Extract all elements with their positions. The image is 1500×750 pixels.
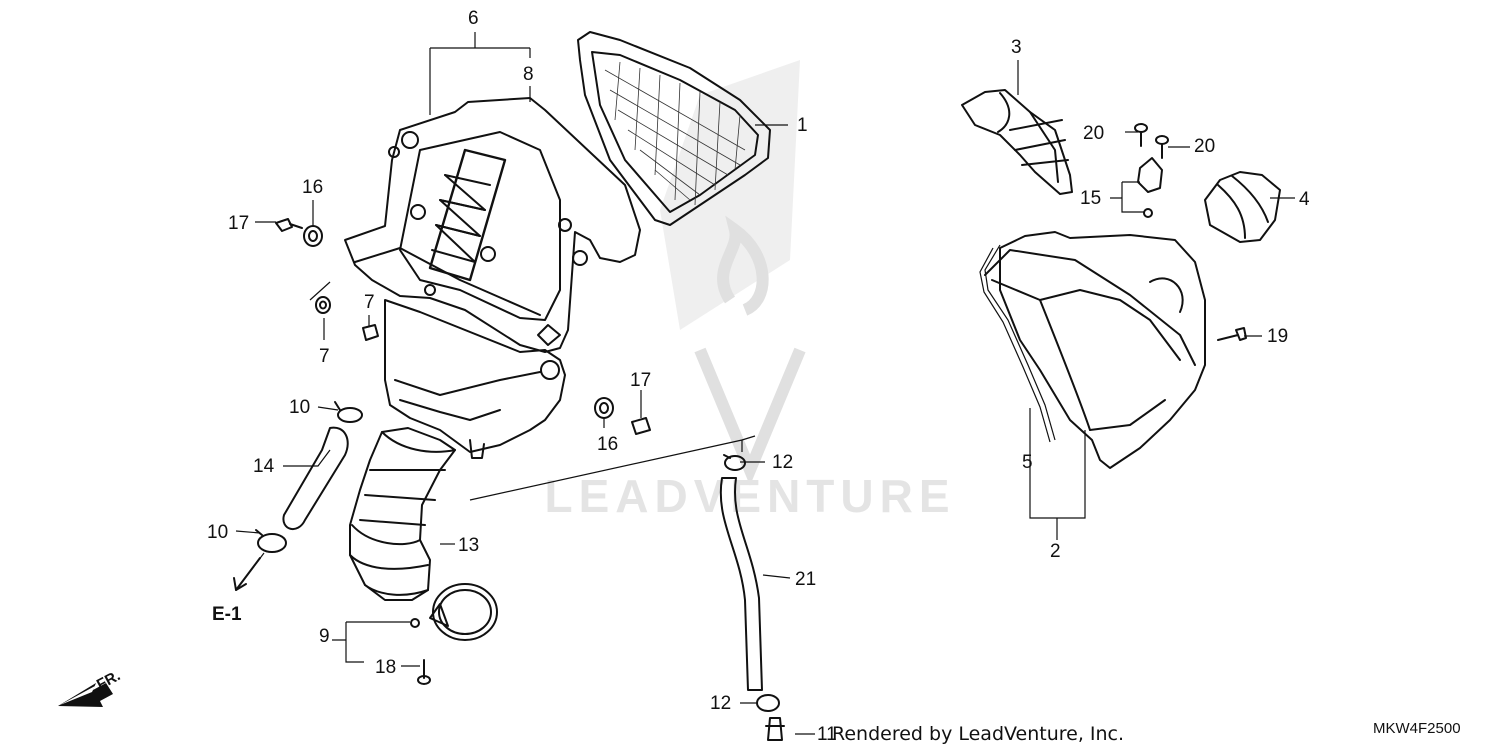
clip-10-upper [334, 401, 363, 423]
callout-14: 14 [253, 456, 275, 477]
watermark-logo-icon [694, 215, 806, 486]
callout-20-left: 20 [1083, 123, 1104, 144]
callout-9: 9 [319, 626, 330, 647]
callout-19: 19 [1267, 326, 1288, 347]
callout-5: 5 [1022, 452, 1033, 473]
seal-5 [979, 244, 1056, 443]
hose-14 [282, 426, 349, 530]
callout-7-left: 7 [319, 346, 330, 367]
drain-plug-11 [765, 717, 785, 741]
callout-18: 18 [375, 657, 396, 678]
clip-10-lower [255, 529, 287, 553]
callout-3: 3 [1011, 37, 1022, 58]
callout-7-right: 7 [364, 292, 375, 313]
callout-10-lower: 10 [207, 522, 228, 543]
sensor-15 [1137, 157, 1163, 218]
callout-6: 6 [468, 8, 479, 29]
air-funnel-13 [349, 427, 456, 601]
front-direction-arrow-icon [58, 683, 113, 707]
watermark: LEADVENTURE [544, 60, 955, 522]
callout-2: 2 [1050, 541, 1061, 562]
clip-12-upper [723, 454, 746, 471]
render-credit: Rendered by LeadVenture, Inc. [832, 723, 1124, 745]
callout-labels: 1 2 3 4 5 6 7 7 8 9 10 10 11 12 12 13 14… [207, 8, 1310, 745]
screw-20-left [1134, 123, 1148, 147]
callout-16-left: 16 [302, 177, 323, 198]
callout-17-left: 17 [228, 213, 249, 234]
diagram-code: MKW4F2500 [1373, 720, 1461, 737]
clip-7-lower [362, 324, 379, 341]
callout-16-right: 16 [597, 434, 618, 455]
bolt-19 [1217, 327, 1247, 341]
callout-1: 1 [797, 115, 808, 136]
reference-e1: E-1 [212, 604, 242, 625]
cover-4 [1204, 171, 1281, 243]
screw-18 [417, 659, 431, 685]
callout-20-right: 20 [1194, 136, 1215, 157]
callout-12-upper: 12 [772, 452, 793, 473]
callout-15: 15 [1080, 188, 1101, 209]
watermark-text: LEADVENTURE [544, 470, 955, 522]
e1-arrow-icon [233, 557, 261, 591]
bolt-17-left [275, 218, 303, 232]
band-9 [410, 583, 498, 641]
callout-11: 11 [817, 724, 837, 745]
grommet-16-right [594, 397, 614, 419]
air-cleaner-case-lower [384, 299, 566, 459]
callout-8: 8 [523, 64, 534, 85]
callout-13: 13 [458, 535, 479, 556]
washer-7-left [315, 296, 331, 314]
grommet-16-left [303, 225, 323, 247]
filter-mesh [604, 61, 746, 206]
screw-20-right [1155, 135, 1169, 159]
callout-21: 21 [795, 569, 816, 590]
air-filter-element [577, 31, 771, 226]
clip-12-lower [756, 694, 780, 712]
callout-4: 4 [1299, 189, 1310, 210]
leader-lines [235, 32, 1295, 735]
drain-tube-21 [719, 477, 763, 691]
air-cleaner-case-upper [344, 97, 641, 353]
intake-duct-3 [961, 89, 1073, 195]
callout-10-upper: 10 [289, 397, 310, 418]
callout-12-lower: 12 [710, 693, 731, 714]
bolt-17-right [631, 417, 651, 435]
air-cleaner-case-2 [984, 231, 1206, 469]
callout-17-right: 17 [630, 370, 651, 391]
